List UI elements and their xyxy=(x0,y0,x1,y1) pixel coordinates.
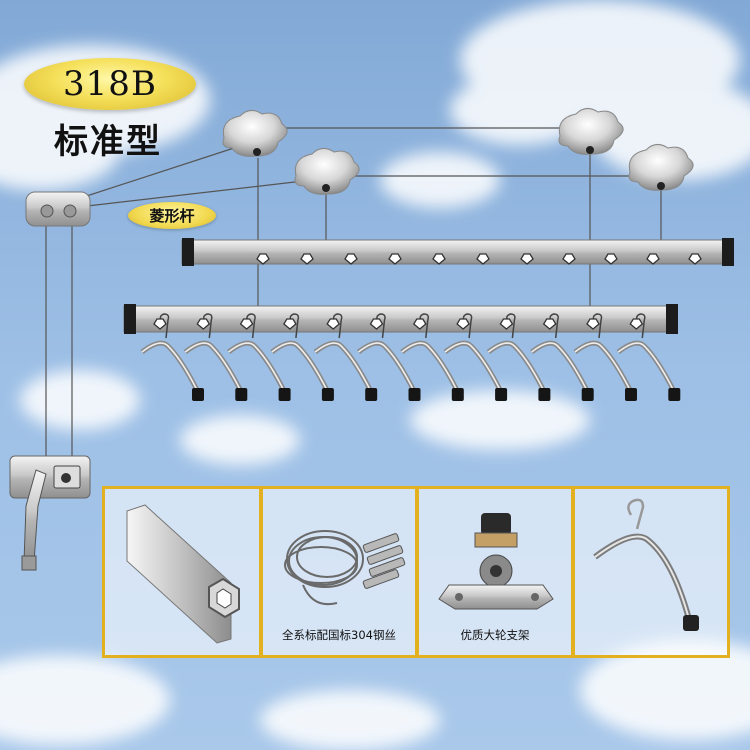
hanger-row xyxy=(140,313,681,401)
feature-panel-rod-profile xyxy=(102,486,262,658)
rod-hole-icon xyxy=(283,318,297,330)
hanger-icon xyxy=(356,313,421,401)
product-type-title: 标准型 xyxy=(54,122,162,162)
wall-pulley-icon xyxy=(25,191,91,227)
front-drying-rod xyxy=(123,304,678,334)
feature-panel-steel-wire: 全系标配国标304钢丝 xyxy=(260,486,418,658)
feature-panel-hanger xyxy=(572,486,730,658)
feature-caption: 优质大轮支架 xyxy=(460,628,530,642)
hanger-icon xyxy=(573,313,637,401)
rod-hole-icon xyxy=(326,318,341,330)
hanger-icon xyxy=(616,313,681,401)
rod-hole-icon xyxy=(586,318,600,330)
hanger-icon xyxy=(270,313,334,401)
steel-wire-rope-icon xyxy=(284,530,406,606)
model-badge: 318B xyxy=(24,58,196,110)
clothes-hanger-icon xyxy=(593,498,699,631)
rod-hole-icon xyxy=(499,318,514,330)
ceiling-pulley-icon xyxy=(222,110,288,157)
rod-type-text: 菱形杆 xyxy=(149,207,195,225)
rod-hole-icon xyxy=(153,318,167,330)
hanger-icon xyxy=(443,313,508,401)
rod-hole-icon xyxy=(629,318,644,330)
ceiling-pulley-icon xyxy=(628,144,694,191)
hanger-icon xyxy=(313,313,378,401)
rod-hole-icon xyxy=(196,318,211,330)
rod-hole-icon xyxy=(456,318,470,330)
feature-caption: 全系标配国标304钢丝 xyxy=(282,628,396,642)
ceiling-pulley-icon xyxy=(558,108,624,155)
rod-hole-icon xyxy=(542,318,557,330)
rod-hole-icon xyxy=(239,318,254,330)
pulley-bracket-icon xyxy=(438,513,554,610)
rod-type-label: 菱形杆 xyxy=(128,202,216,229)
rod-hole-icon xyxy=(369,318,384,330)
hanger-icon xyxy=(486,313,551,401)
ceiling-pulley-icon xyxy=(294,148,360,195)
rhombus-rod-profile-icon xyxy=(126,504,240,644)
back-drying-rod xyxy=(181,238,734,266)
model-number: 318B xyxy=(63,64,157,104)
feature-panel-pulley-bracket: 优质大轮支架 xyxy=(416,486,574,658)
hand-crank-icon xyxy=(9,455,91,571)
hanger-icon xyxy=(400,313,464,401)
rod-hole-icon xyxy=(412,318,427,330)
